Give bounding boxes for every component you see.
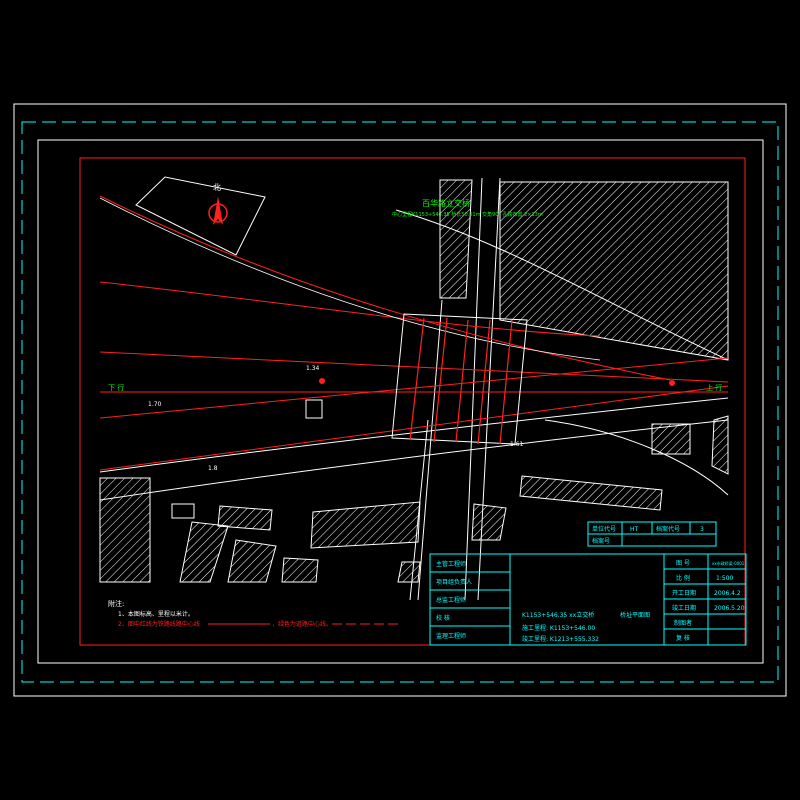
note-2-tail: ，绿色为道路中心线。 bbox=[272, 620, 332, 628]
building bbox=[519, 475, 663, 511]
notes-heading: 附注: bbox=[108, 599, 124, 608]
railway-line bbox=[99, 351, 729, 383]
railway-line bbox=[99, 197, 601, 361]
note-1: 1、本图标高、里程以米计。 bbox=[118, 610, 194, 618]
road-label: 1.61 bbox=[510, 441, 524, 448]
railway-line bbox=[99, 357, 729, 419]
inner-frame bbox=[79, 157, 746, 646]
title-block bbox=[429, 553, 747, 646]
building bbox=[499, 181, 729, 361]
drawing-name: 桥址平面图 bbox=[620, 611, 650, 619]
road-edge bbox=[477, 177, 501, 601]
right-road-marker: 上 行 bbox=[706, 383, 722, 392]
bridge-subtitle: 中心里程K1153+546.35 桥长50.01m 交角90° 孔跨布置 2×1… bbox=[392, 211, 543, 218]
info-value: xx市政桥梁-0001 bbox=[712, 560, 745, 566]
end-chainage: 竣工里程: K1213+555.332 bbox=[522, 635, 599, 643]
bridge-pier bbox=[477, 319, 491, 445]
small-structure bbox=[171, 503, 195, 519]
info-value: 2006.5.20 bbox=[714, 605, 745, 612]
road-label: 1.70 bbox=[148, 401, 162, 408]
signature-label: 项目组负责人 bbox=[436, 578, 472, 586]
dash-frame bbox=[21, 121, 779, 683]
info-label: 开工日期 bbox=[672, 589, 696, 597]
bridge-pier bbox=[499, 319, 513, 445]
code-value-2: 3 bbox=[700, 526, 704, 533]
building bbox=[217, 505, 273, 531]
bridge-title: 百华路立交桥 bbox=[422, 198, 470, 208]
road-edge bbox=[544, 419, 729, 496]
info-value: 2006.4.2 bbox=[714, 590, 741, 597]
building bbox=[310, 501, 421, 549]
road-edge bbox=[464, 177, 483, 601]
info-label: 比 例 bbox=[676, 574, 690, 582]
bridge-pier bbox=[433, 317, 448, 443]
railway-line bbox=[99, 281, 601, 337]
outer-frame bbox=[13, 103, 787, 697]
bridge-pier bbox=[409, 317, 425, 441]
signature-label: 主管工程师 bbox=[436, 560, 466, 568]
building bbox=[227, 539, 277, 583]
road-label: 1.8 bbox=[208, 465, 218, 472]
building bbox=[281, 557, 319, 583]
building bbox=[439, 179, 473, 299]
code-label-2: 档案代号 bbox=[656, 525, 680, 533]
road-edge bbox=[409, 419, 429, 601]
code-label-3: 档案号 bbox=[592, 537, 610, 545]
road-edge bbox=[417, 299, 443, 601]
info-label: 制图者 bbox=[674, 619, 692, 627]
north-arrow-icon bbox=[208, 196, 228, 225]
small-structure bbox=[305, 399, 323, 419]
info-label: 竣工日期 bbox=[672, 604, 696, 612]
left-road-marker: 下 行 bbox=[108, 383, 124, 392]
info-label: 图 号 bbox=[676, 560, 690, 567]
code-label-1: 单位代号 bbox=[592, 525, 616, 533]
road-edge bbox=[395, 209, 729, 361]
building bbox=[471, 503, 507, 541]
north-label: 北 bbox=[213, 183, 221, 192]
code-box bbox=[587, 521, 717, 547]
marker-icon bbox=[669, 380, 675, 386]
building bbox=[711, 415, 729, 475]
building bbox=[397, 561, 421, 583]
code-value-1: HT bbox=[630, 526, 639, 533]
building bbox=[179, 521, 229, 583]
signature-label: 监理工程师 bbox=[436, 632, 466, 640]
middle-frame bbox=[37, 139, 764, 664]
road-edge bbox=[99, 397, 729, 473]
building bbox=[651, 423, 691, 455]
project-name: K1153+546.35 xx立交桥 bbox=[522, 611, 594, 619]
north-parcel-outline bbox=[135, 176, 266, 256]
signature-label: 校 核 bbox=[436, 614, 450, 622]
railway-line bbox=[99, 385, 729, 471]
signature-label: 总监工程师 bbox=[436, 596, 466, 604]
bridge-pier bbox=[455, 319, 469, 443]
road-label: 1.34 bbox=[306, 365, 320, 372]
start-chainage: 施工里程: K1153+546.00 bbox=[522, 624, 595, 632]
info-label: 复 核 bbox=[676, 634, 690, 642]
marker-icon bbox=[319, 378, 325, 384]
railway-line bbox=[99, 195, 671, 381]
road-edge bbox=[99, 419, 729, 501]
bridge-outline bbox=[391, 313, 528, 445]
note-2: 2、图中红线为铁路线路中心线 bbox=[118, 620, 200, 628]
info-value: 1:500 bbox=[716, 575, 733, 582]
